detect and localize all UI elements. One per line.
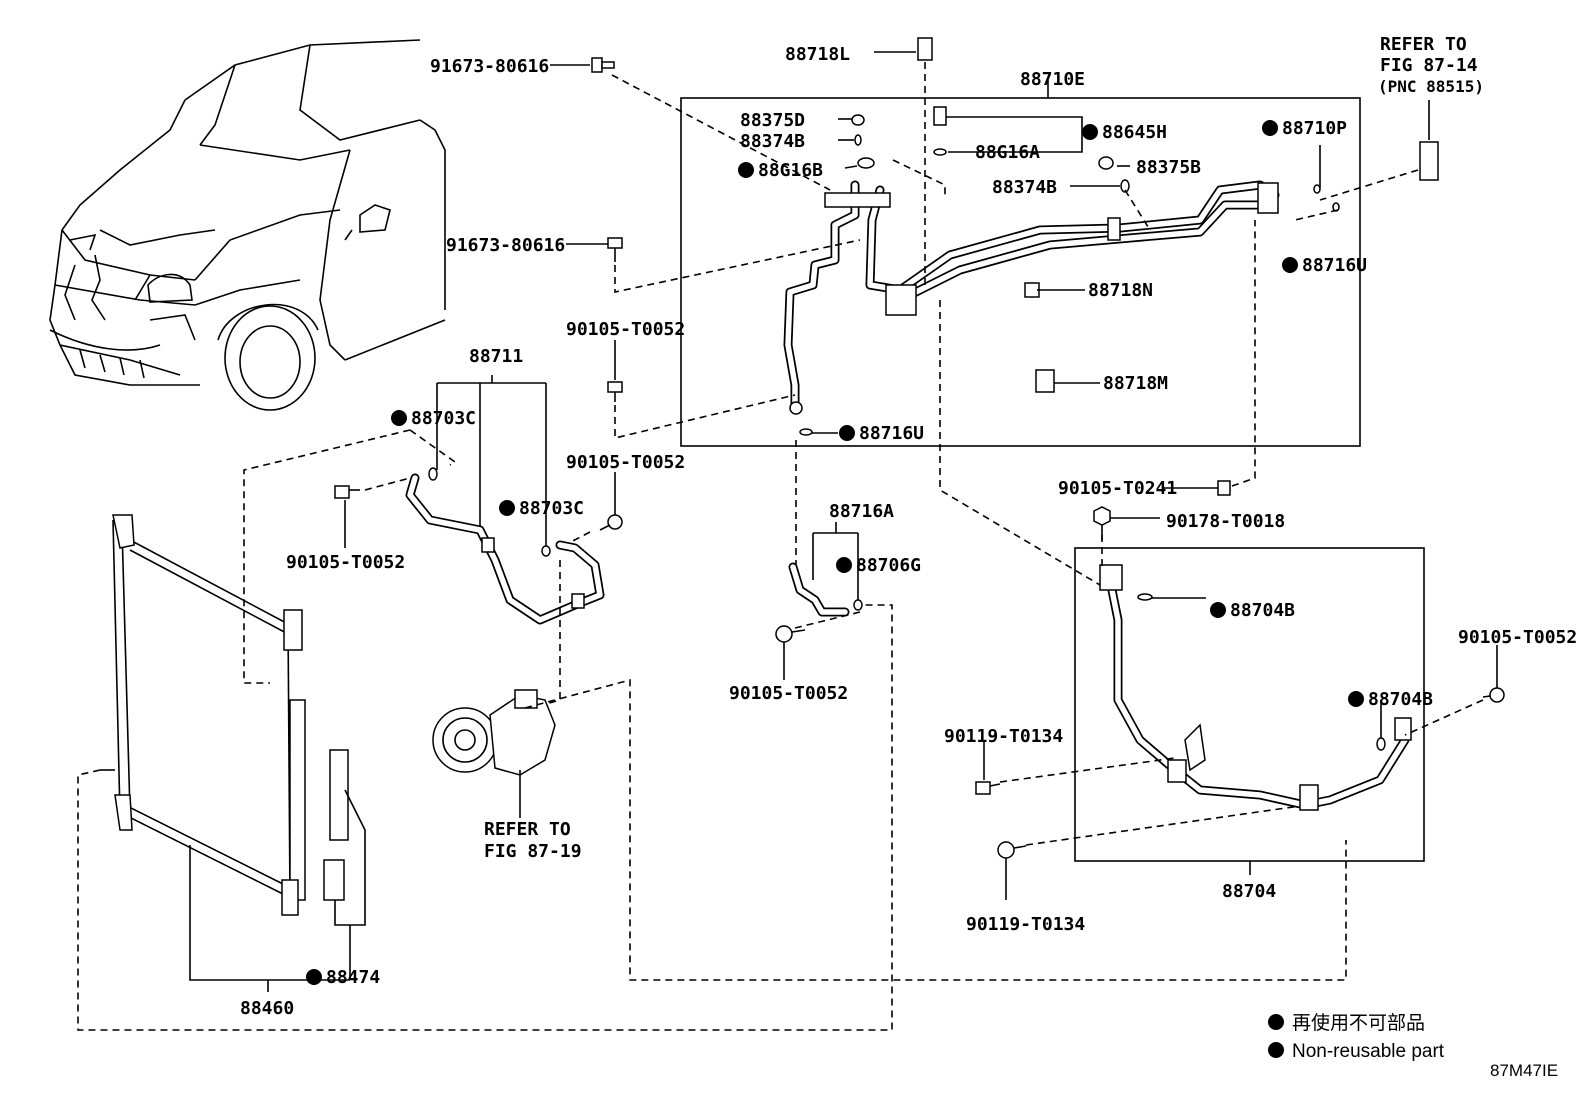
label-90105-c: 90105-T0052 — [286, 552, 405, 573]
svg-text:REFER TO: REFER TO — [1380, 34, 1467, 55]
legend: 再使用不可部品 Non-reusable part — [1268, 1012, 1445, 1062]
dashed-return-88460 — [77, 604, 893, 1031]
part-labels: 91673-80616 88718L 88710E 88375D 88374B … — [240, 44, 1577, 1019]
reference-fig-87-14: REFER TO FIG 87-14 (PNC 88515) — [1378, 34, 1484, 96]
connector-88710E-88704 — [939, 300, 1101, 586]
legend-english: Non-reusable part — [1292, 1041, 1445, 1062]
label-88718N: 88718N — [1088, 280, 1153, 301]
label-88374B-left: 88374B — [740, 131, 805, 152]
label-88716A: 88716A — [829, 501, 894, 522]
vehicle-illustration — [49, 39, 446, 411]
label-88704B-a: 88704B — [1230, 600, 1295, 621]
label-88460: 88460 — [240, 998, 294, 1019]
svg-text:FIG 87-14: FIG 87-14 — [1380, 55, 1478, 76]
label-88645H: 88645H — [1102, 122, 1167, 143]
nut-90178 — [1093, 506, 1160, 526]
label-88G16B: 88G16B — [758, 160, 823, 181]
bolt-90119-b — [997, 805, 1301, 900]
label-88703C-a: 88703C — [411, 408, 476, 429]
label-88704: 88704 — [1222, 881, 1276, 902]
bolt-91673-mid — [566, 237, 861, 293]
label-88718L: 88718L — [785, 44, 850, 65]
bolt-90105-d — [775, 625, 806, 680]
bolt-90105-T0241 — [1163, 220, 1256, 496]
label-88710E: 88710E — [1020, 69, 1085, 90]
label-88G16A: 88G16A — [975, 142, 1040, 163]
part-88718L — [874, 37, 933, 290]
bolt-90105-e — [1404, 645, 1505, 736]
compressor — [432, 678, 1347, 981]
label-90178-T0018: 90178-T0018 — [1166, 511, 1285, 532]
label-88711: 88711 — [469, 346, 523, 367]
suction-pipe-88710E — [783, 180, 1280, 415]
label-90119-b: 90119-T0134 — [966, 914, 1085, 935]
legend-bullet-icon — [1268, 1014, 1284, 1030]
svg-text:FIG 87-19: FIG 87-19 — [484, 841, 582, 862]
legend-japanese: 再使用不可部品 — [1292, 1012, 1425, 1034]
liquid-tube-88716A — [788, 440, 863, 629]
fitting-88515 — [1319, 100, 1439, 201]
group-box-88710E — [680, 80, 1361, 447]
label-88706G: 88706G — [856, 555, 921, 576]
label-88374B-right: 88374B — [992, 177, 1057, 198]
label-88718M: 88718M — [1103, 373, 1168, 394]
label-88375B: 88375B — [1136, 157, 1201, 178]
label-90105-d: 90105-T0052 — [729, 683, 848, 704]
label-88716U-right: 88716U — [1302, 255, 1367, 276]
svg-text:REFER TO: REFER TO — [484, 819, 571, 840]
bolt-90105-a — [607, 340, 796, 440]
label-90119-a: 90119-T0134 — [944, 726, 1063, 747]
suction-hose-88704 — [1099, 522, 1412, 811]
svg-text:(PNC 88515): (PNC 88515) — [1378, 77, 1484, 96]
label-91673-top: 91673-80616 — [430, 56, 549, 77]
condenser-88460 — [100, 514, 350, 992]
label-90105-e: 90105-T0052 — [1458, 627, 1577, 648]
bolt-90105-c — [334, 485, 360, 548]
label-90105-T0241: 90105-T0241 — [1058, 478, 1177, 499]
legend-bullet-icon-2 — [1268, 1042, 1284, 1058]
label-90105-a: 90105-T0052 — [566, 319, 685, 340]
label-88703C-b: 88703C — [519, 498, 584, 519]
label-90105-b: 90105-T0052 — [566, 452, 685, 473]
label-88704B-b: 88704B — [1368, 689, 1433, 710]
label-91673-mid: 91673-80616 — [446, 235, 565, 256]
label-88375D: 88375D — [740, 110, 805, 131]
group-box-88704 — [1074, 547, 1425, 875]
bolt-90105-b — [564, 472, 623, 546]
label-88716U-left: 88716U — [859, 423, 924, 444]
dryer-88474 — [323, 749, 366, 980]
label-88474: 88474 — [326, 967, 380, 988]
bolt-90119-a — [975, 740, 1176, 795]
label-88710P: 88710P — [1282, 118, 1347, 139]
diagram-code: 87M47IE — [1490, 1061, 1558, 1080]
small-parts-88710E — [799, 106, 1340, 436]
bolt-91673-top — [550, 57, 831, 191]
reference-fig-87-19: REFER TO FIG 87-19 — [484, 819, 582, 862]
leaders-88710E — [812, 116, 1339, 434]
discharge-hose-88711 — [243, 375, 605, 711]
